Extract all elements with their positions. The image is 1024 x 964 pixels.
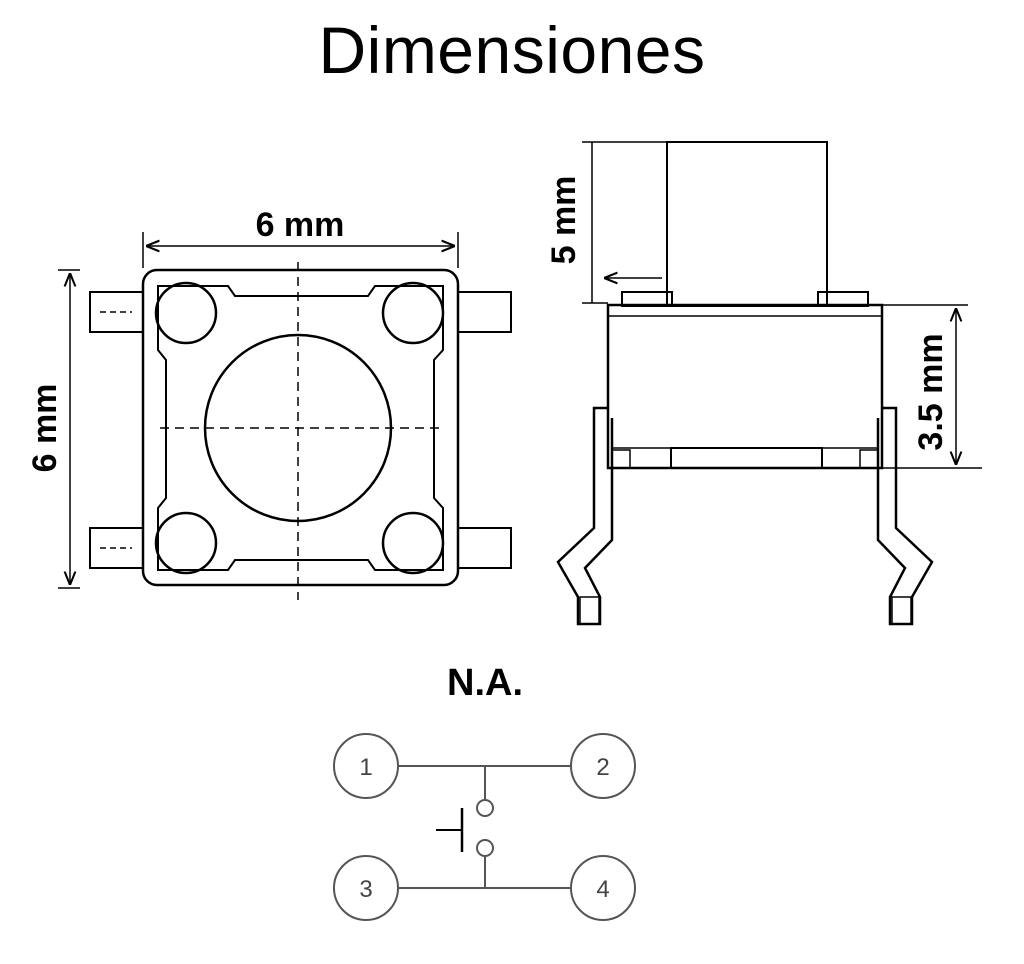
actuator-stem: [666, 141, 828, 307]
corner-hole-tr: [381, 281, 445, 345]
width-label: 6 mm: [256, 206, 345, 244]
height-label: 6 mm: [26, 384, 64, 473]
pin-4-label: 4: [596, 876, 609, 903]
top-view: [58, 232, 512, 600]
pin-1-label: 1: [359, 754, 372, 781]
pin-2-circle: [570, 733, 636, 799]
terminal-right-top: [457, 291, 512, 333]
leg-left: [556, 406, 614, 626]
actuator-height-dimension: [582, 141, 667, 304]
contact-top: [476, 799, 494, 817]
terminal-right-bottom: [457, 527, 512, 569]
pin-2-label: 2: [596, 754, 609, 781]
side-view: [556, 141, 982, 626]
pin-3-label: 3: [359, 876, 372, 903]
terminal-left-top: [89, 291, 144, 333]
side-body: [606, 303, 884, 470]
corner-hole-br: [381, 511, 445, 575]
page-title: Dimensiones: [318, 13, 706, 87]
switch-body-inner: [157, 285, 444, 571]
width-dimension: [142, 232, 459, 268]
leg-right: [876, 406, 934, 626]
contact-bottom: [476, 839, 494, 857]
corner-hole-bl: [154, 511, 218, 575]
corner-hole-tl: [154, 281, 218, 345]
schematic: [333, 733, 636, 921]
height-dimension: [58, 269, 80, 589]
terminal-left-bottom: [89, 527, 144, 569]
center-lines: [160, 262, 440, 600]
body-height-label: 3.5 mm: [912, 333, 950, 450]
body-height-dimension: [868, 304, 982, 469]
base-slot: [670, 447, 823, 469]
pin-3-circle: [333, 855, 399, 921]
pin-4-circle: [570, 855, 636, 921]
actuator-height-label: 5 mm: [545, 176, 583, 265]
pin-1-circle: [333, 733, 399, 799]
switch-body-outline: [141, 268, 460, 587]
schematic-title: N.A.: [447, 662, 523, 704]
